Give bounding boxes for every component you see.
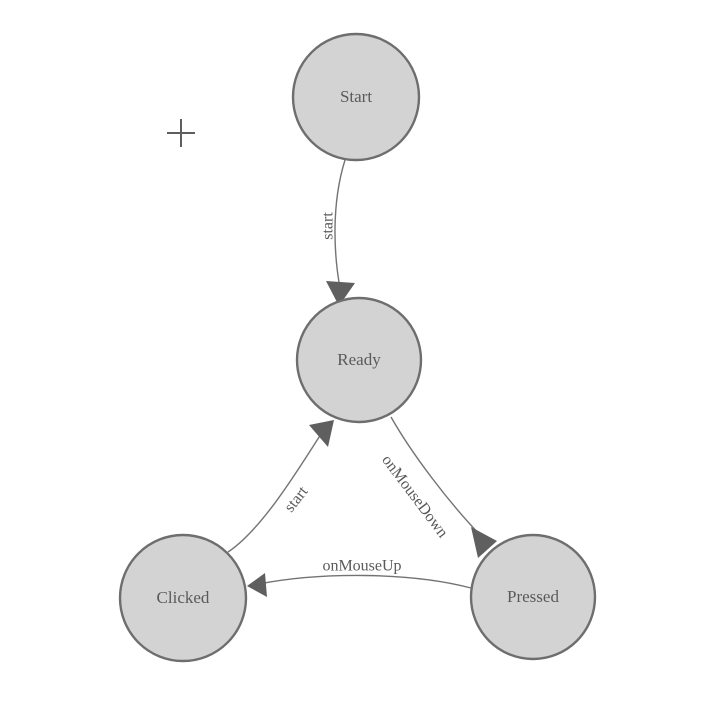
edge-ready-to-pressed[interactable]: onMouseDown — [378, 416, 497, 558]
edge-clicked-to-ready[interactable]: start — [227, 420, 334, 553]
node-start[interactable]: Start — [291, 32, 421, 162]
arrowhead-icon-ready-to-pressed — [471, 527, 497, 558]
plus-crosshair-icon — [167, 119, 195, 147]
edge-line-pressed-to-clicked — [258, 574, 472, 589]
edge-line-clicked-to-ready — [227, 430, 324, 553]
edge-hitarea-clicked-to-ready[interactable] — [228, 431, 323, 552]
node-circle-clicked[interactable] — [118, 533, 248, 663]
edge-label-pressed-to-clicked: onMouseUp — [322, 558, 401, 575]
node-circle-start[interactable] — [291, 32, 421, 162]
edge-line-ready-to-pressed — [390, 416, 484, 539]
overlay-layer — [167, 119, 195, 147]
node-circle-ready[interactable] — [295, 296, 423, 424]
edge-line-start-to-ready — [334, 159, 346, 289]
edge-pressed-to-clicked[interactable]: onMouseUp — [247, 558, 472, 597]
node-ready[interactable]: Ready — [295, 296, 423, 424]
arrowhead-icon-clicked-to-ready — [309, 420, 334, 447]
edge-label-start-to-ready: start — [320, 212, 337, 240]
arrowhead-icon-pressed-to-clicked — [247, 573, 267, 597]
edge-hitarea-pressed-to-clicked[interactable] — [259, 575, 471, 588]
edge-start-to-ready[interactable]: start — [320, 159, 355, 306]
node-pressed[interactable]: Pressed — [469, 533, 597, 661]
node-circle-pressed[interactable] — [469, 533, 597, 661]
node-clicked[interactable]: Clicked — [118, 533, 248, 663]
arrowhead-icon-start-to-ready — [326, 281, 355, 306]
